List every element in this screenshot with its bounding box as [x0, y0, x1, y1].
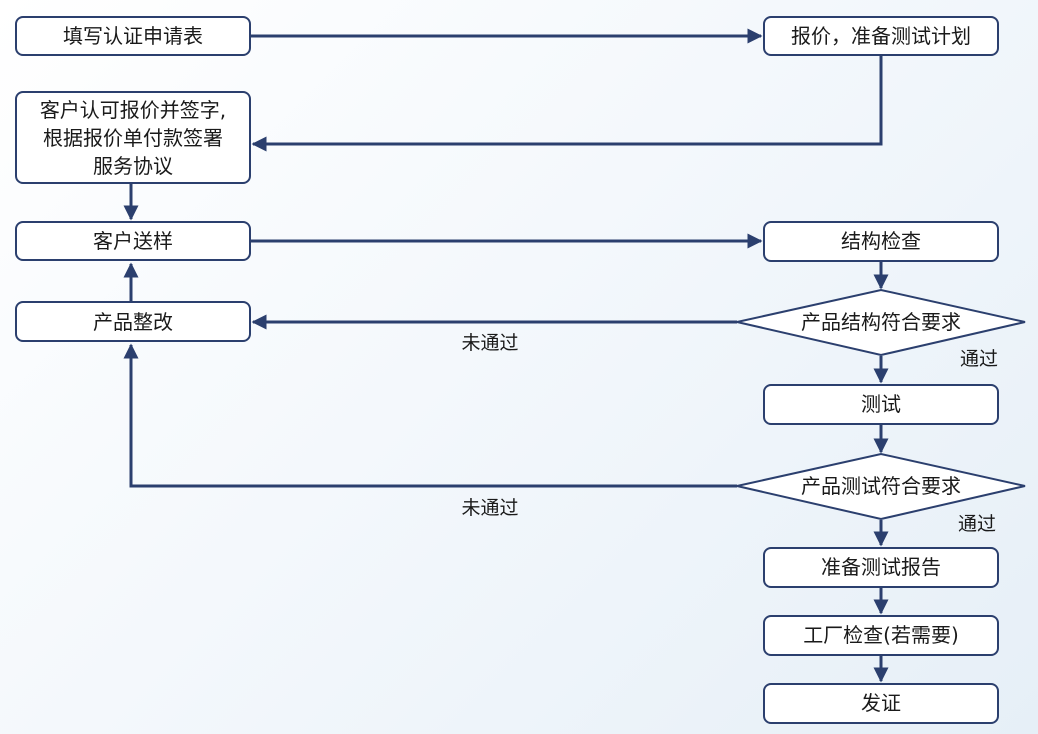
- edge-label-pass-1: 通过: [960, 348, 998, 370]
- decision-structure-ok-label: 产品结构符合要求: [801, 310, 961, 334]
- node-test: 测试: [763, 384, 999, 425]
- edge-decision2-fail-to-rectify: [123, 343, 737, 488]
- edge-label-fail-1: 未通过: [461, 332, 518, 354]
- node-certify-label: 发证: [861, 691, 901, 715]
- node-apply: 填写认证申请表: [15, 16, 251, 56]
- node-structure-check-label: 结构检查: [841, 229, 921, 253]
- edge-label-fail-2: 未通过: [461, 497, 518, 519]
- edge-label-pass-2: 通过: [958, 513, 996, 535]
- node-confirm-line3: 服务协议: [93, 154, 173, 178]
- edge-quote-to-confirm: [251, 55, 883, 152]
- node-factory: 工厂检查(若需要): [763, 615, 999, 656]
- node-sample: 客户送样: [15, 221, 251, 261]
- node-confirm: 客户认可报价并签字, 根据报价单付款签署 服务协议: [15, 91, 251, 184]
- node-rectify: 产品整改: [15, 301, 251, 342]
- node-quote-label: 报价，准备测试计划: [791, 24, 971, 48]
- node-confirm-line2: 根据报价单付款签署: [43, 126, 223, 150]
- node-confirm-line1: 客户认可报价并签字,: [40, 98, 226, 122]
- node-factory-label: 工厂检查(若需要): [803, 623, 959, 647]
- node-report-label: 准备测试报告: [821, 555, 941, 579]
- node-test-label: 测试: [861, 392, 901, 416]
- node-report: 准备测试报告: [763, 547, 999, 588]
- node-quote: 报价，准备测试计划: [763, 16, 999, 56]
- decision-test-ok-label: 产品测试符合要求: [801, 474, 961, 498]
- decision-structure-ok: 产品结构符合要求: [736, 288, 1026, 357]
- decision-test-ok: 产品测试符合要求: [736, 452, 1026, 521]
- node-structure-check: 结构检查: [763, 221, 999, 262]
- connectors: [123, 28, 889, 683]
- node-certify: 发证: [763, 683, 999, 724]
- node-apply-label: 填写认证申请表: [63, 24, 203, 48]
- node-sample-label: 客户送样: [93, 229, 173, 253]
- node-rectify-label: 产品整改: [93, 310, 173, 334]
